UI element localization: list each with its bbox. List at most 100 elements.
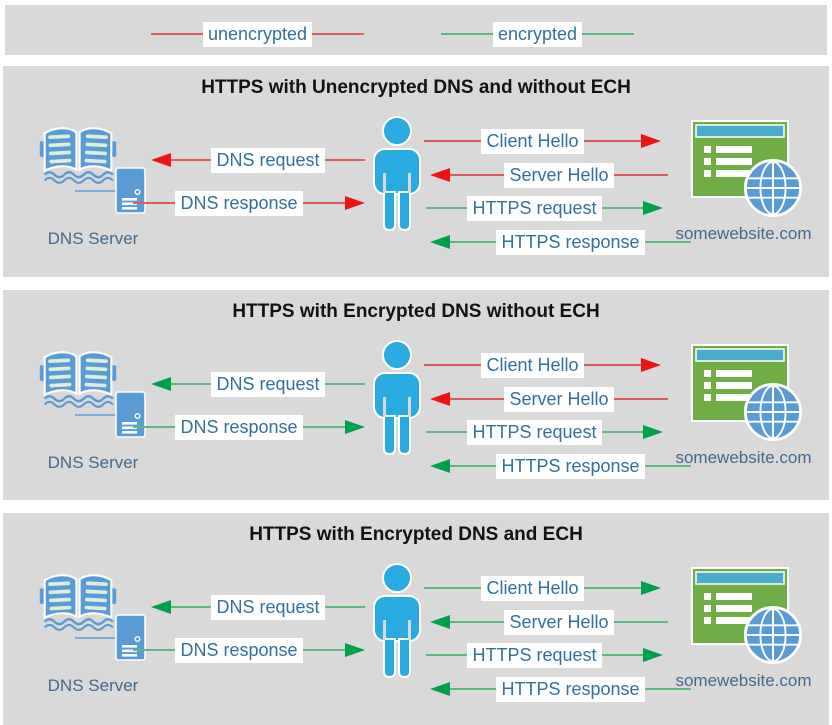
arrow-label: Client Hello (481, 575, 584, 601)
arrow-label: Server Hello (504, 386, 614, 412)
arrow-line (644, 241, 691, 243)
dns-server-label: DNS Server (47, 229, 139, 248)
arrow-line (302, 202, 345, 204)
arrow-line (644, 688, 691, 690)
website-label: somewebsite.com (675, 224, 812, 243)
book-server-connector (75, 414, 117, 416)
arrowhead-left-icon (430, 168, 450, 182)
arrowhead-left-icon (430, 459, 450, 473)
arrow-line (133, 426, 176, 428)
dns-book-icon (39, 127, 117, 184)
arrow-label: DNS response (175, 637, 303, 663)
arrow-label: HTTPS request (467, 195, 602, 221)
arrow-line (426, 207, 468, 209)
arrow-line (424, 587, 482, 589)
unencrypted-line-icon (312, 33, 365, 35)
arrow-line (601, 654, 644, 656)
arrow-server-hello: Server Hello (430, 162, 669, 188)
arrow-https-request: HTTPS request (426, 642, 664, 668)
legend-encrypted: encrypted (441, 21, 635, 47)
arrow-line (613, 398, 669, 400)
arrow-dns-request: DNS request (151, 147, 366, 173)
legend-bar: unencrypted encrypted (5, 5, 827, 55)
arrowhead-right-icon (345, 643, 365, 657)
arrow-line (450, 688, 497, 690)
arrow-line (133, 202, 176, 204)
dns-server-label: DNS Server (47, 676, 139, 695)
dns-server-label: DNS Server (47, 453, 139, 472)
arrow-line (302, 426, 345, 428)
arrowhead-right-icon (345, 420, 365, 434)
arrow-line (601, 431, 644, 433)
arrowhead-left-icon (430, 392, 450, 406)
arrow-line (426, 431, 468, 433)
arrowhead-right-icon (643, 648, 664, 662)
arrow-https-response: HTTPS response (430, 676, 691, 702)
arrow-line (613, 621, 669, 623)
arrow-label: Client Hello (481, 352, 584, 378)
arrow-label: HTTPS response (496, 676, 645, 702)
arrow-label: Client Hello (481, 128, 584, 154)
arrow-dns-response: DNS response (133, 190, 365, 216)
arrow-line (424, 364, 482, 366)
arrowhead-right-icon (641, 581, 662, 595)
user-icon (373, 340, 421, 456)
arrow-line (450, 174, 505, 176)
arrow-line (601, 207, 644, 209)
arrowhead-left-icon (151, 377, 171, 391)
legend-label-encrypted: encrypted (493, 21, 583, 47)
arrow-line (450, 398, 505, 400)
arrow-label: Server Hello (504, 162, 614, 188)
arrow-dns-response: DNS response (133, 637, 365, 663)
arrow-https-response: HTTPS response (430, 229, 691, 255)
arrow-line (583, 364, 642, 366)
arrow-https-request: HTTPS request (426, 419, 664, 445)
arrow-label: DNS request (211, 147, 325, 173)
arrow-label: HTTPS request (467, 642, 602, 668)
dns-server-icon (115, 614, 146, 661)
arrowhead-right-icon (345, 196, 365, 210)
arrow-client-hello: Client Hello (424, 352, 662, 378)
arrow-line (302, 649, 345, 651)
arrow-line (324, 159, 366, 161)
dns-server-icon (115, 167, 146, 214)
arrow-line (450, 465, 497, 467)
panel-title: HTTPS with Encrypted DNS without ECH (232, 301, 600, 322)
dns-book-icon (39, 351, 117, 408)
arrow-line (613, 174, 669, 176)
arrow-label: DNS request (211, 594, 325, 620)
arrow-label: HTTPS response (496, 229, 645, 255)
arrow-https-response: HTTPS response (430, 453, 691, 479)
arrowhead-right-icon (641, 134, 662, 148)
arrow-line (450, 621, 505, 623)
legend-label-unencrypted: unencrypted (203, 21, 313, 47)
panel-title: HTTPS with Unencrypted DNS and without E… (201, 77, 631, 98)
globe-icon (743, 158, 803, 218)
scenario-panel: HTTPS with Encrypted DNS and ECH (3, 513, 829, 725)
panel-title: HTTPS with Encrypted DNS and ECH (249, 524, 583, 545)
arrowhead-left-icon (151, 153, 171, 167)
arrow-line (583, 140, 642, 142)
website-label: somewebsite.com (675, 671, 812, 690)
arrow-server-hello: Server Hello (430, 386, 669, 412)
arrow-https-request: HTTPS request (426, 195, 664, 221)
arrow-label: DNS response (175, 414, 303, 440)
arrowhead-left-icon (430, 615, 450, 629)
arrow-label: DNS response (175, 190, 303, 216)
arrow-line (133, 649, 176, 651)
arrow-label: DNS request (211, 371, 325, 397)
arrow-line (171, 159, 212, 161)
scenario-panel: HTTPS with Encrypted DNS without ECH (3, 290, 829, 500)
arrowhead-left-icon (151, 600, 171, 614)
arrowhead-right-icon (643, 201, 664, 215)
arrow-client-hello: Client Hello (424, 575, 662, 601)
arrow-label: HTTPS response (496, 453, 645, 479)
arrow-label: Server Hello (504, 609, 614, 635)
encrypted-line-icon (441, 33, 493, 35)
arrowhead-right-icon (643, 425, 664, 439)
user-icon (373, 563, 421, 679)
legend-unencrypted: unencrypted (151, 21, 365, 47)
globe-icon (743, 382, 803, 442)
arrow-client-hello: Client Hello (424, 128, 662, 154)
arrow-line (583, 587, 642, 589)
